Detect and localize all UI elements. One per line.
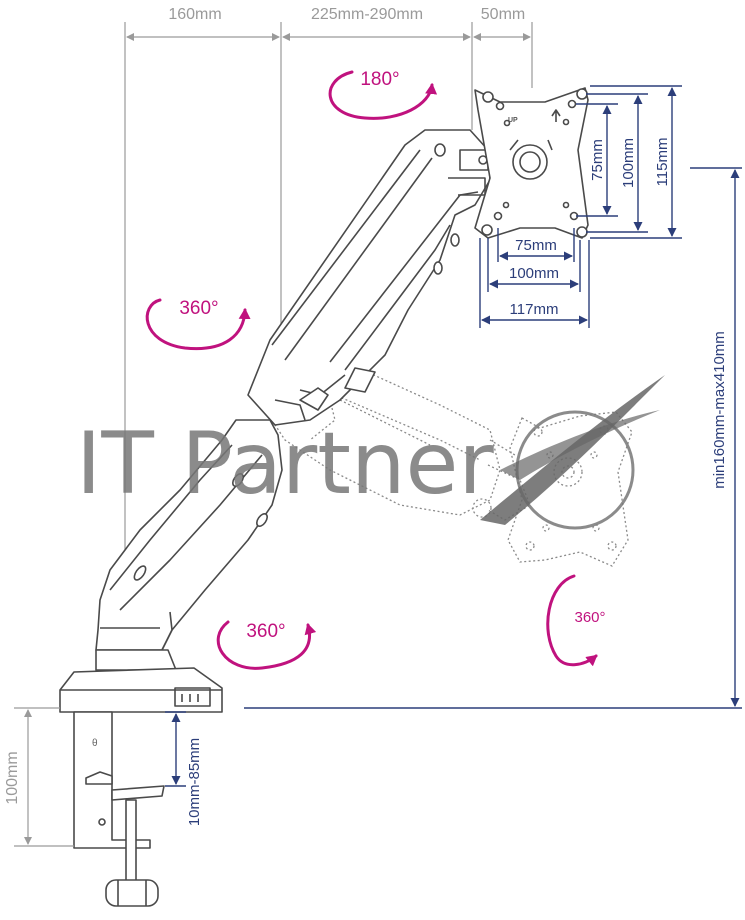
dim-arm-base: 160mm <box>168 6 221 23</box>
clamp-dimension-lines <box>14 707 186 847</box>
vesa-v-100: 100mm <box>620 138 637 188</box>
vesa-v-75: 75mm <box>589 139 606 181</box>
desk-base <box>59 649 223 713</box>
height-range-label: min160mm-max410mm <box>711 331 728 489</box>
watermark: IT Partner <box>76 375 665 530</box>
dim-head: 50mm <box>481 6 525 23</box>
dim-arm-reach: 225mm-290mm <box>311 6 423 23</box>
vesa-v-115: 115mm <box>654 138 671 187</box>
vesa-dimension-lines <box>479 85 682 328</box>
vesa-h-117: 117mm <box>510 301 559 318</box>
desk-thickness-label: 10mm-85mm <box>186 738 203 826</box>
rotation-monitor: 360° <box>574 609 605 626</box>
vesa-plate <box>474 87 589 239</box>
height-range-lines <box>244 167 742 709</box>
upper-arm <box>247 129 491 426</box>
clamp-height-label: 100mm <box>4 751 21 804</box>
desk-clamp: θ <box>73 711 165 907</box>
vesa-h-100: 100mm <box>509 265 559 282</box>
rotation-head-tilt: 180° <box>360 69 399 90</box>
vesa-up-label: UP <box>508 117 518 124</box>
rotation-arm-upper: 360° <box>179 298 218 319</box>
rotation-arrows <box>145 70 598 670</box>
watermark-swoosh2-icon <box>500 410 660 480</box>
watermark-text: IT Partner <box>76 414 494 514</box>
rotation-arm-lower: 360° <box>246 621 285 642</box>
top-dimension-lines <box>124 22 533 565</box>
vesa-h-75: 75mm <box>515 237 557 254</box>
lower-arm <box>95 419 283 651</box>
clamp-screw-mark: θ <box>92 738 98 749</box>
